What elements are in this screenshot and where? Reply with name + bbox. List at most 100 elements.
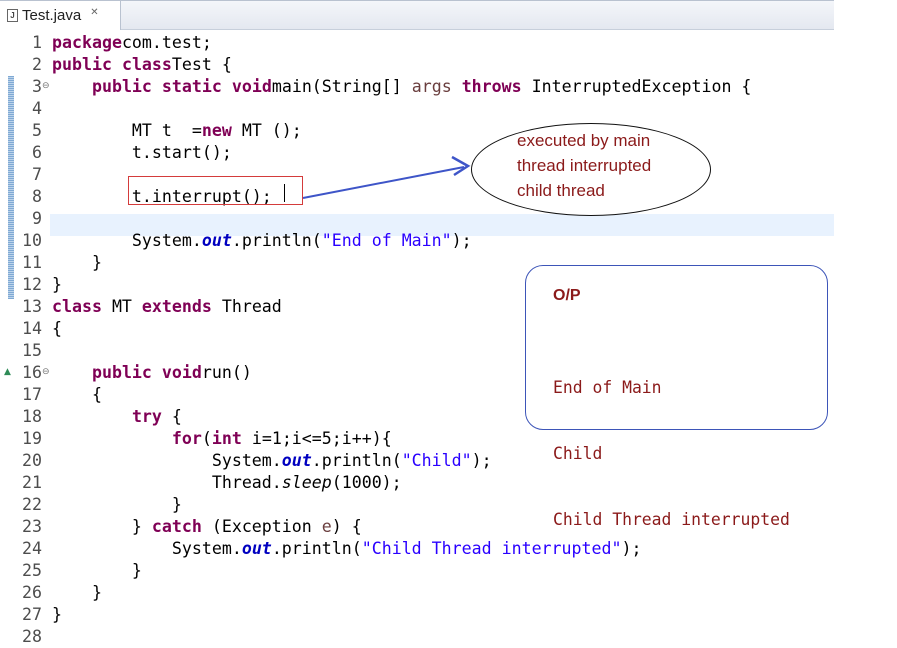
change-ruler [8, 76, 14, 299]
code-token: catch [151, 517, 202, 536]
code-token: } [52, 517, 152, 536]
code-line: try { [52, 406, 182, 428]
code-token: run() [201, 363, 252, 382]
code-line: } [52, 582, 102, 604]
line-number: 2 [32, 55, 42, 74]
code-token: InterruptedException { [521, 77, 752, 96]
output-box [525, 265, 828, 430]
code-token: package [52, 33, 122, 52]
code-token: sleep [281, 473, 332, 492]
line-number: 23 [22, 517, 42, 536]
editor-tab-bar: J Test.java ✕ [0, 0, 834, 30]
code-line: t.start(); [52, 142, 232, 164]
code-token: throws [461, 77, 522, 96]
code-line: System.out.println("Child Thread interru… [52, 538, 642, 560]
code-line: { [52, 384, 102, 406]
line-number: 14 [22, 319, 42, 338]
output-line: Child [553, 444, 603, 463]
line-number: 18 [22, 407, 42, 426]
code-token: System. [52, 451, 282, 470]
line-number: 10 [22, 231, 42, 250]
code-line: packagecom.test; [52, 32, 212, 54]
code-token: new [201, 121, 232, 140]
tab-test-java[interactable]: J Test.java ✕ [0, 1, 121, 30]
code-token: ); [621, 539, 642, 558]
code-token: ); [471, 451, 492, 470]
highlight-box-interrupt [128, 176, 303, 205]
code-line: } [52, 560, 142, 582]
line-number: 20 [22, 451, 42, 470]
code-token: } [52, 253, 102, 272]
fold-toggle-icon[interactable]: ⊖ [42, 81, 50, 91]
code-token: public [91, 363, 152, 382]
code-token: "Child Thread interrupted" [361, 539, 622, 558]
code-token: .println( [231, 231, 322, 250]
code-line: { [52, 318, 62, 340]
code-line: class MT extends Thread [52, 296, 282, 318]
code-token: t.interrupt(); [52, 187, 272, 206]
code-token: (1000); [331, 473, 402, 492]
code-line: for(int i=1;i<=5;i++){ [52, 428, 392, 450]
code-token: .println( [271, 539, 362, 558]
code-token: System. [52, 539, 242, 558]
annotation-line: child thread [517, 181, 605, 200]
code-token: args [411, 77, 452, 96]
code-token: try [131, 407, 162, 426]
output-line: End of Main [553, 378, 662, 397]
code-token: out [201, 231, 232, 250]
code-token: out [281, 451, 312, 470]
code-token: Thread [211, 297, 282, 316]
code-token: main(String[] [271, 77, 412, 96]
code-token: ); [451, 231, 472, 250]
line-number: 8 [32, 187, 42, 206]
line-number: 12 [22, 275, 42, 294]
code-line: } [52, 252, 102, 274]
code-token: void [231, 77, 272, 96]
code-token: out [241, 539, 272, 558]
line-number: 5 [32, 121, 42, 140]
code-token: com.test; [121, 33, 212, 52]
line-number: 9 [32, 209, 42, 228]
line-number: 24 [22, 539, 42, 558]
code-line: Thread.sleep(1000); [52, 472, 402, 494]
code-token: .println( [311, 451, 402, 470]
code-token: MT [101, 297, 142, 316]
code-token: class [52, 297, 102, 316]
code-token: extends [141, 297, 212, 316]
annotation-line: thread interrupted [517, 156, 652, 175]
code-token: } [52, 275, 62, 294]
line-number: 1 [32, 33, 42, 52]
code-token: } [52, 605, 62, 624]
line-number: 27 [22, 605, 42, 624]
line-number: 11 [22, 253, 42, 272]
code-token: public [91, 77, 152, 96]
line-number: 25 [22, 561, 42, 580]
code-line: public voidrun() [52, 362, 252, 384]
code-token: ) { [331, 517, 362, 536]
line-number: 3 [32, 77, 42, 96]
code-line: public classTest { [52, 54, 232, 76]
close-icon[interactable]: ✕ [90, 7, 99, 18]
current-line-highlight [50, 214, 834, 236]
code-token: t.start(); [52, 143, 232, 162]
code-token: MT (); [231, 121, 302, 140]
code-token: System. [52, 231, 202, 250]
code-token: { [161, 407, 182, 426]
code-token: for [171, 429, 202, 448]
line-number: 26 [22, 583, 42, 602]
code-token: Thread. [52, 473, 282, 492]
annotation-text: executed by main thread interrupted chil… [517, 128, 651, 203]
code-token: MT t = [52, 121, 202, 140]
code-token: "Child" [401, 451, 472, 470]
output-title: O/P [553, 287, 581, 304]
code-token: } [52, 495, 182, 514]
line-number: 21 [22, 473, 42, 492]
output-lines: End of Main Child Child Thread interrupt… [553, 333, 790, 553]
annotation-ellipse [471, 123, 711, 216]
code-token: } [52, 561, 142, 580]
fold-toggle-icon[interactable]: ⊖ [42, 367, 50, 377]
text-caret [284, 184, 285, 202]
code-token: public [52, 55, 112, 74]
code-token: int [211, 429, 242, 448]
